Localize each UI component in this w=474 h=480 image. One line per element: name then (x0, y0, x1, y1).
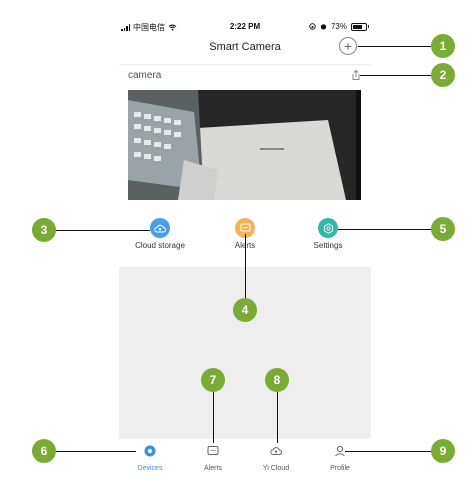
cloud-icon (270, 447, 283, 455)
callout-line-2 (360, 75, 433, 76)
callout-badge-9: 9 (431, 439, 455, 463)
battery-percent: 73% (330, 22, 347, 31)
settings-button[interactable]: Settings (288, 218, 368, 250)
status-right: 73% (309, 22, 369, 31)
person-icon (335, 445, 345, 457)
alert-message-icon (235, 218, 255, 238)
camera-live-view[interactable] (128, 90, 361, 200)
callout-line-9 (345, 451, 431, 452)
tab-profile-label: Profile (330, 465, 350, 472)
alarm-icon (320, 24, 327, 30)
alerts-button[interactable]: Alerts (205, 218, 285, 250)
status-time: 2:22 PM (229, 22, 261, 31)
tab-alerts[interactable]: Alerts (188, 444, 238, 472)
status-bar: 中国电信 2:22 PM 73% (119, 22, 371, 36)
tab-devices-label: Devices (137, 465, 163, 472)
tab-alerts-label: Alerts (204, 465, 222, 472)
alerts-label: Alerts (205, 241, 285, 250)
signal-icon (121, 24, 130, 31)
camera-snapshot (128, 90, 361, 200)
page-title: Smart Camera (209, 41, 281, 53)
plus-icon: + (343, 38, 353, 54)
battery-icon (351, 22, 369, 31)
lock-rotation-icon (309, 23, 316, 30)
callout-badge-4: 4 (233, 298, 257, 322)
callout-badge-3: 3 (32, 218, 56, 242)
cloud-icon (150, 218, 170, 238)
message-icon (207, 446, 219, 455)
tab-devices[interactable]: Devices (125, 444, 175, 472)
callout-badge-2: 2 (431, 63, 455, 87)
callout-line-8 (277, 391, 278, 443)
tab-yi-cloud[interactable]: Yi Cloud (251, 444, 301, 472)
callout-line-5 (338, 229, 432, 230)
cloud-storage-button[interactable]: Cloud storage (120, 218, 200, 250)
device-icon (144, 445, 156, 457)
share-icon[interactable] (350, 69, 362, 81)
tab-bar: Devices Alerts Yi Cloud Profile (119, 440, 371, 476)
settings-label: Settings (313, 241, 343, 250)
wifi-icon (168, 24, 177, 31)
callout-badge-8: 8 (265, 368, 289, 392)
callout-line-6 (56, 451, 136, 452)
callout-line-7 (213, 391, 214, 443)
tab-profile[interactable]: Profile (315, 444, 365, 472)
callout-badge-5: 5 (431, 217, 455, 241)
gear-icon (318, 218, 338, 238)
callout-badge-7: 7 (201, 368, 225, 392)
device-name: camera (128, 70, 162, 81)
callout-line-3 (56, 230, 150, 231)
callout-line-4 (245, 234, 246, 298)
carrier-name: 中国电信 (133, 23, 165, 32)
callout-badge-1: 1 (431, 34, 455, 58)
cloud-storage-label: Cloud storage (135, 241, 185, 250)
callout-line-1 (358, 46, 433, 47)
phone-screen: 中国电信 2:22 PM 73% Smart Camera + camera (119, 10, 371, 476)
add-device-button[interactable]: + (339, 37, 357, 55)
carrier-info: 中国电信 (121, 22, 177, 33)
header-divider (119, 64, 371, 65)
tab-yi-cloud-label: Yi Cloud (262, 465, 290, 472)
callout-badge-6: 6 (32, 439, 56, 463)
